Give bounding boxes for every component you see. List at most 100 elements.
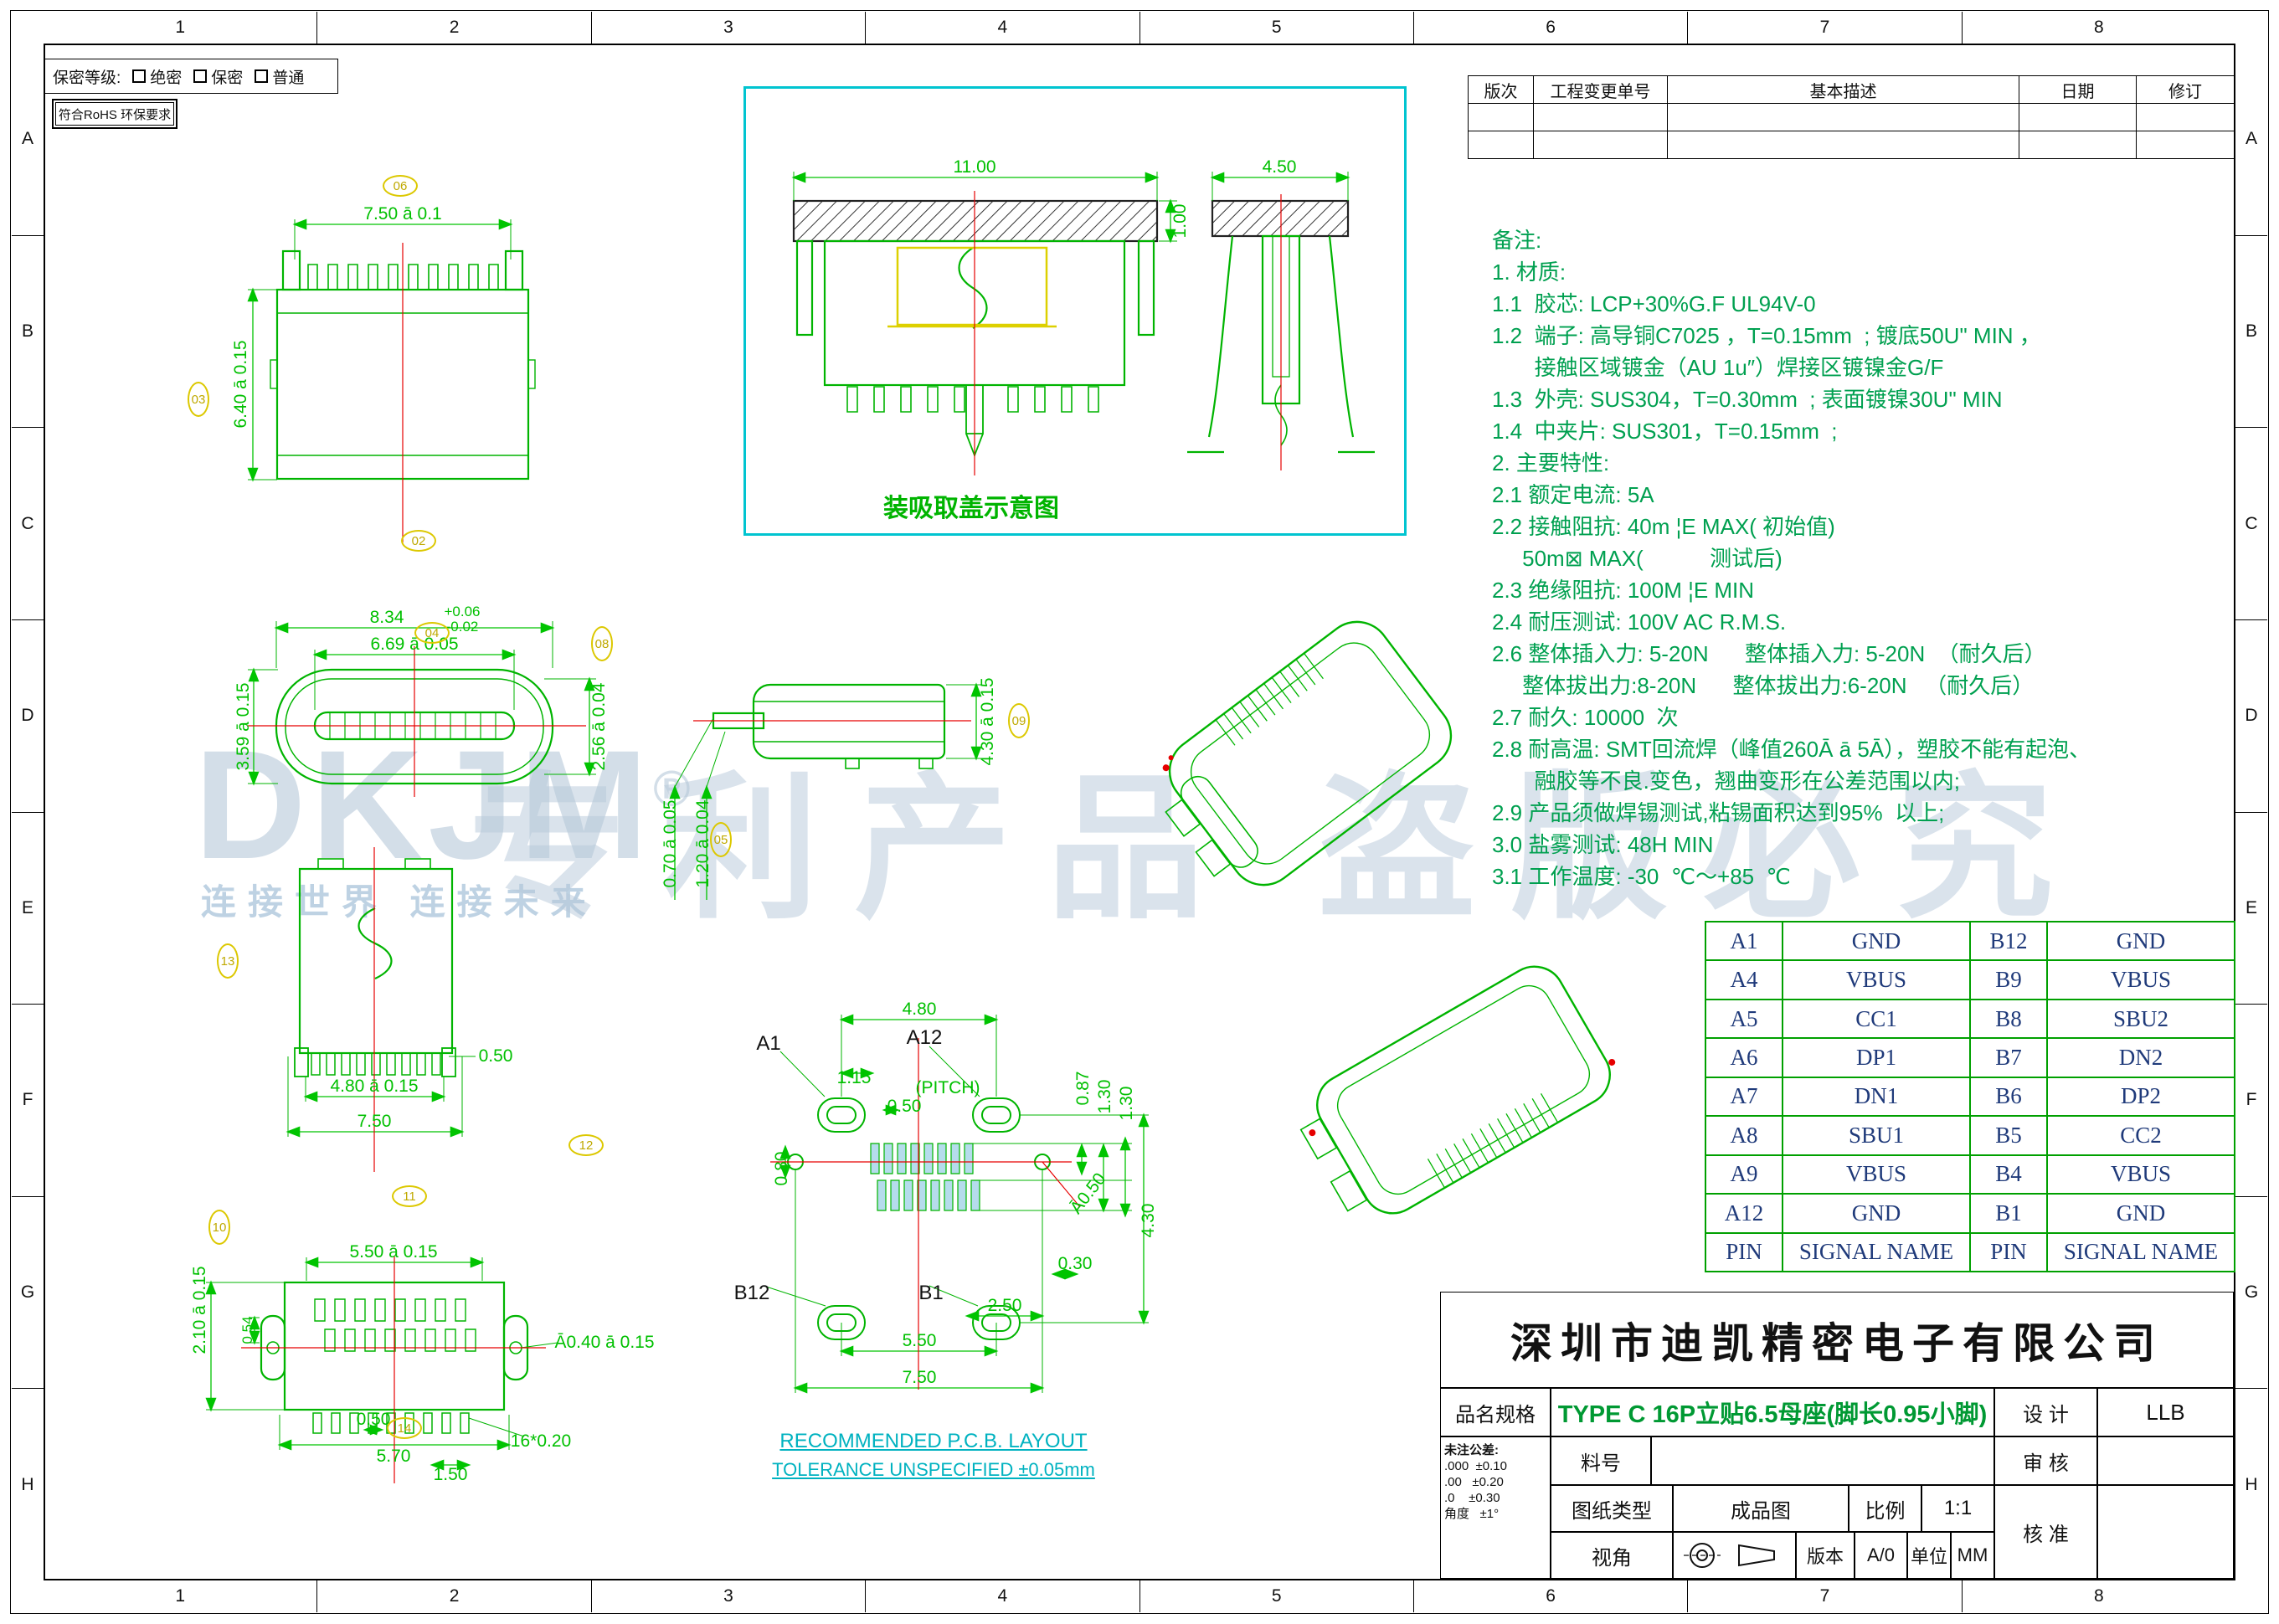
pin-table-row: A12 GND B1 GND: [1705, 1193, 2235, 1234]
dim-pcb-margin: 1.15: [836, 1068, 872, 1087]
signal-b-cell: SIGNAL NAME: [2046, 1231, 2235, 1272]
zone-label: E: [2235, 811, 2267, 1005]
dim-front-inner-height: 2.56 ā 0.04: [589, 682, 609, 771]
security-option: 保密: [193, 65, 243, 88]
balloon-callout: 13: [217, 943, 239, 979]
side-elevation-drawing: [294, 858, 456, 1077]
dim-cover-height: 1.00: [1170, 203, 1190, 239]
pin-b-cell: B7: [1969, 1037, 2048, 1078]
signal-a-cell: CC1: [1782, 998, 1971, 1040]
checkbox-icon: [255, 69, 269, 83]
security-option: 普通: [255, 65, 304, 88]
note-line: 2.4 耐压测试: 100V AC R.M.S.: [1492, 609, 1787, 635]
pin-b-cell: PIN: [1969, 1231, 2048, 1272]
pin-a-cell: A7: [1705, 1076, 1783, 1118]
dim-pcb-pitch-label: (PITCH): [915, 1078, 980, 1097]
pin-b-cell: B4: [1969, 1154, 2048, 1195]
pin-table-row: A5 CC1 B8 SBU2: [1705, 998, 2235, 1040]
iso-view-top-drawing: [1162, 620, 1453, 887]
dim-mid-total-width: 7.50: [357, 1112, 392, 1131]
dim-bottom-hole: Ā0.40 ā 0.15: [554, 1333, 655, 1352]
dim-bottom-tab: 0.54: [239, 1316, 255, 1344]
sheet-outer-border: [10, 10, 2269, 1614]
pin-table-row: A4 VBUS B9 VBUS: [1705, 959, 2235, 1000]
security-level-box: 保密等级: 绝密保密 普通: [44, 59, 338, 94]
zone-label: F: [2235, 1004, 2267, 1196]
note-line: 1.4 中夹片: SUS301，T=0.15mm ;: [1492, 419, 1838, 444]
note-line: 2.2 接触阻抗: 40m ¦E MAX( 初始值): [1492, 514, 1835, 539]
zone-label: 6: [1412, 1580, 1687, 1612]
pin-b-cell: B12: [1969, 920, 2048, 962]
signal-a-cell: SIGNAL NAME: [1782, 1231, 1971, 1272]
balloon-callout: 12: [568, 1134, 604, 1156]
company-name: 深圳市迪凯精密电子有限公司: [1440, 1292, 2234, 1388]
version-label: 版本: [1796, 1532, 1855, 1579]
pcb-pin-label-a1: A1: [756, 1032, 781, 1055]
note-line: 2.6 整体插入力: 5-20N 整体插入力: 5-20N （耐久后）: [1492, 641, 2046, 666]
pcb-caption-title: RECOMMENDED P.C.B. LAYOUT: [779, 1430, 1088, 1452]
zone-label: 8: [1961, 1580, 2235, 1612]
dim-bottom-width: 5.50 ā 0.15: [349, 1242, 438, 1262]
dim-pcb-offset1: 0.87: [1073, 1071, 1093, 1106]
material-number-value: [1651, 1436, 1994, 1485]
pin-a-cell: A8: [1705, 1115, 1783, 1156]
signal-b-cell: CC2: [2046, 1115, 2235, 1156]
designer-label: 设 计: [1994, 1388, 2097, 1436]
dim-mid-pins-width: 4.80 ā 0.15: [330, 1077, 419, 1096]
zone-label: 7: [1687, 1580, 1961, 1612]
zone-label: C: [12, 427, 44, 619]
revision-empty-row: [1468, 131, 2235, 159]
note-line: 备注:: [1492, 228, 1542, 253]
dim-mid-pin-width: 0.50: [478, 1046, 513, 1066]
designer-value: LLB: [2097, 1388, 2234, 1436]
security-level-label: 保密等级:: [53, 69, 121, 87]
cover-view-caption: 装吸取盖示意图: [883, 495, 1059, 522]
reviewer-value: [2097, 1436, 2234, 1485]
zone-label: 2: [316, 12, 590, 44]
zone-label: D: [12, 619, 44, 812]
tolerance-line: .000 ±0.10: [1444, 1459, 1507, 1473]
zone-label: 4: [865, 12, 1139, 44]
security-option: 绝密: [132, 65, 182, 88]
watermark-text: 专利产品 盗版必究: [469, 761, 2089, 937]
pin-a-cell: A5: [1705, 998, 1783, 1040]
zone-label: 6: [1412, 12, 1687, 44]
unit-label: 单位: [1907, 1532, 1951, 1579]
zone-label: H: [2235, 1388, 2267, 1580]
pcb-pads: [870, 1143, 980, 1211]
security-option-label: 普通: [272, 69, 305, 87]
revision-header-cell: 修订: [2136, 75, 2235, 104]
signal-a-cell: GND: [1782, 920, 1971, 962]
pin-table-row: A1 GND B12 GND: [1705, 920, 2235, 962]
balloon-callout: 04: [414, 622, 450, 644]
dim-pcb-gap: 0.30: [1057, 1254, 1093, 1273]
signal-a-cell: VBUS: [1782, 959, 1971, 1000]
note-line: 3.1 工作温度: -30 ℃～+85 ℃: [1492, 864, 1791, 889]
dim-bottom-pins: 16*0.20: [510, 1431, 572, 1451]
material-number-label: 料号: [1551, 1436, 1651, 1485]
zone-label: C: [2235, 427, 2267, 619]
revision-header-cell: 基本描述: [1667, 75, 2019, 104]
pin-b-cell: B1: [1969, 1193, 2048, 1234]
zone-label: H: [12, 1388, 44, 1580]
pin-signal-table: A1 GND B12 GND A4 VBUS B9 VBUS A5 CC1 B8…: [1705, 920, 2235, 1272]
revision-table: 版次工程变更单号基本描述日期修订: [1468, 75, 2235, 159]
pin-table-row: A9 VBUS B4 VBUS: [1705, 1154, 2235, 1195]
projection-symbol-icon: [1683, 1543, 1775, 1568]
note-line: 1.2 端子: 高导铜C7025 ，T=0.15mm ; 镀底50U" MIN …: [1492, 323, 2041, 348]
dim-front-width-tol-lower: -0.02: [445, 619, 479, 635]
dim-bottom-width2: 5.70: [376, 1447, 411, 1466]
pin-b-cell: B9: [1969, 959, 2048, 1000]
dim-topview-height: 6.40 ā 0.15: [231, 340, 250, 429]
signal-a-cell: DN1: [1782, 1076, 1971, 1118]
checkbox-icon: [132, 69, 147, 83]
doc-type-value: 成品图: [1673, 1485, 1849, 1532]
revision-header-cell: 日期: [2019, 75, 2137, 104]
signal-b-cell: VBUS: [2046, 1154, 2235, 1195]
balloon-callout: 14: [387, 1417, 422, 1439]
tolerance-title: 未注公差:: [1444, 1443, 1499, 1457]
zone-label: A: [2245, 129, 2257, 149]
